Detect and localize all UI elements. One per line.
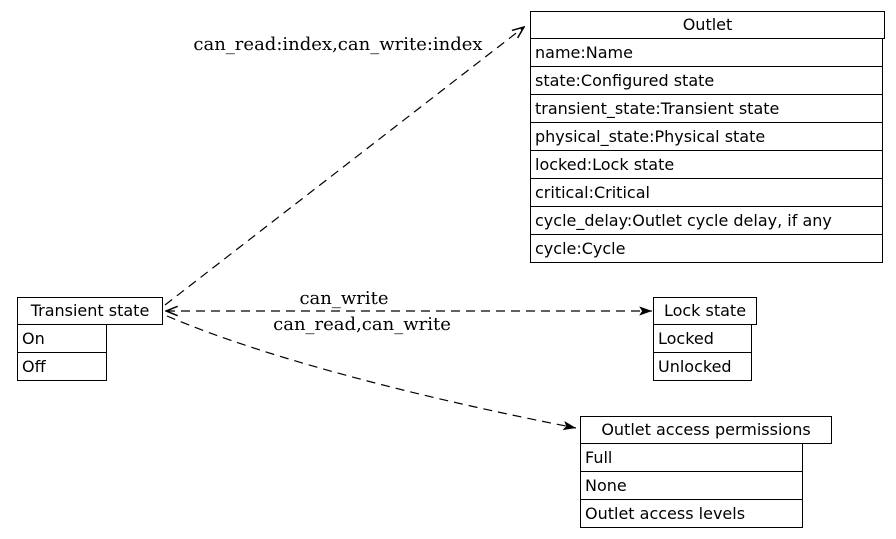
- table-row: Off: [17, 352, 107, 381]
- row-label: Off: [22, 356, 46, 376]
- row-label: Unlocked: [658, 356, 732, 376]
- table-row: physical_state:Physical state: [530, 122, 883, 151]
- table-row: On: [17, 324, 107, 353]
- row-label: None: [585, 475, 627, 495]
- lock-state-table-title: Lock state: [663, 301, 747, 320]
- row-label: state:Configured state: [535, 70, 715, 90]
- row-label: name:Name: [535, 42, 633, 62]
- outlet-access-permissions-table: Outlet access permissions Full None Outl…: [580, 416, 832, 528]
- transient-state-table-header: Transient state: [17, 297, 163, 325]
- row-label: critical:Critical: [535, 182, 650, 202]
- edge-label-can-write: can_write: [299, 288, 389, 309]
- table-row: Full: [580, 443, 803, 472]
- row-label: physical_state:Physical state: [535, 126, 766, 146]
- table-row: state:Configured state: [530, 66, 883, 95]
- edge-label-can-read-write-index: can_read:index,can_write:index: [193, 34, 483, 55]
- edge-label-can-read-can-write: can_read,can_write: [273, 314, 451, 335]
- row-label: cycle:Cycle: [535, 238, 626, 258]
- table-row: critical:Critical: [530, 178, 883, 207]
- outlet-table-title: Outlet: [682, 15, 733, 34]
- table-row: None: [580, 471, 803, 500]
- table-row: cycle_delay:Outlet cycle delay, if any: [530, 206, 883, 235]
- edge-transient-to-outlet: [164, 27, 524, 306]
- outlet-access-permissions-table-title: Outlet access permissions: [601, 420, 811, 439]
- transient-state-table-title: Transient state: [30, 301, 150, 320]
- table-row: Unlocked: [653, 352, 752, 381]
- table-row: transient_state:Transient state: [530, 94, 883, 123]
- row-label: locked:Lock state: [535, 154, 675, 174]
- edge-transient-to-access-permissions: [166, 315, 577, 431]
- lock-state-table-header: Lock state: [653, 297, 757, 325]
- outlet-table: Outlet name:Name state:Configured state …: [530, 11, 885, 263]
- table-row: locked:Lock state: [530, 150, 883, 179]
- table-row: cycle:Cycle: [530, 234, 883, 263]
- outlet-table-header: Outlet: [530, 11, 885, 39]
- transient-state-table: Transient state On Off: [17, 297, 163, 381]
- row-label: On: [22, 328, 45, 348]
- row-label: cycle_delay:Outlet cycle delay, if any: [535, 210, 832, 230]
- row-label: Locked: [658, 328, 714, 348]
- table-row: Outlet access levels: [580, 499, 803, 528]
- table-row: Locked: [653, 324, 752, 353]
- lock-state-table: Lock state Locked Unlocked: [653, 297, 757, 381]
- row-label: Full: [585, 447, 613, 467]
- outlet-access-permissions-table-header: Outlet access permissions: [580, 416, 832, 444]
- row-label: Outlet access levels: [585, 503, 746, 523]
- row-label: transient_state:Transient state: [535, 98, 780, 118]
- table-row: name:Name: [530, 38, 883, 67]
